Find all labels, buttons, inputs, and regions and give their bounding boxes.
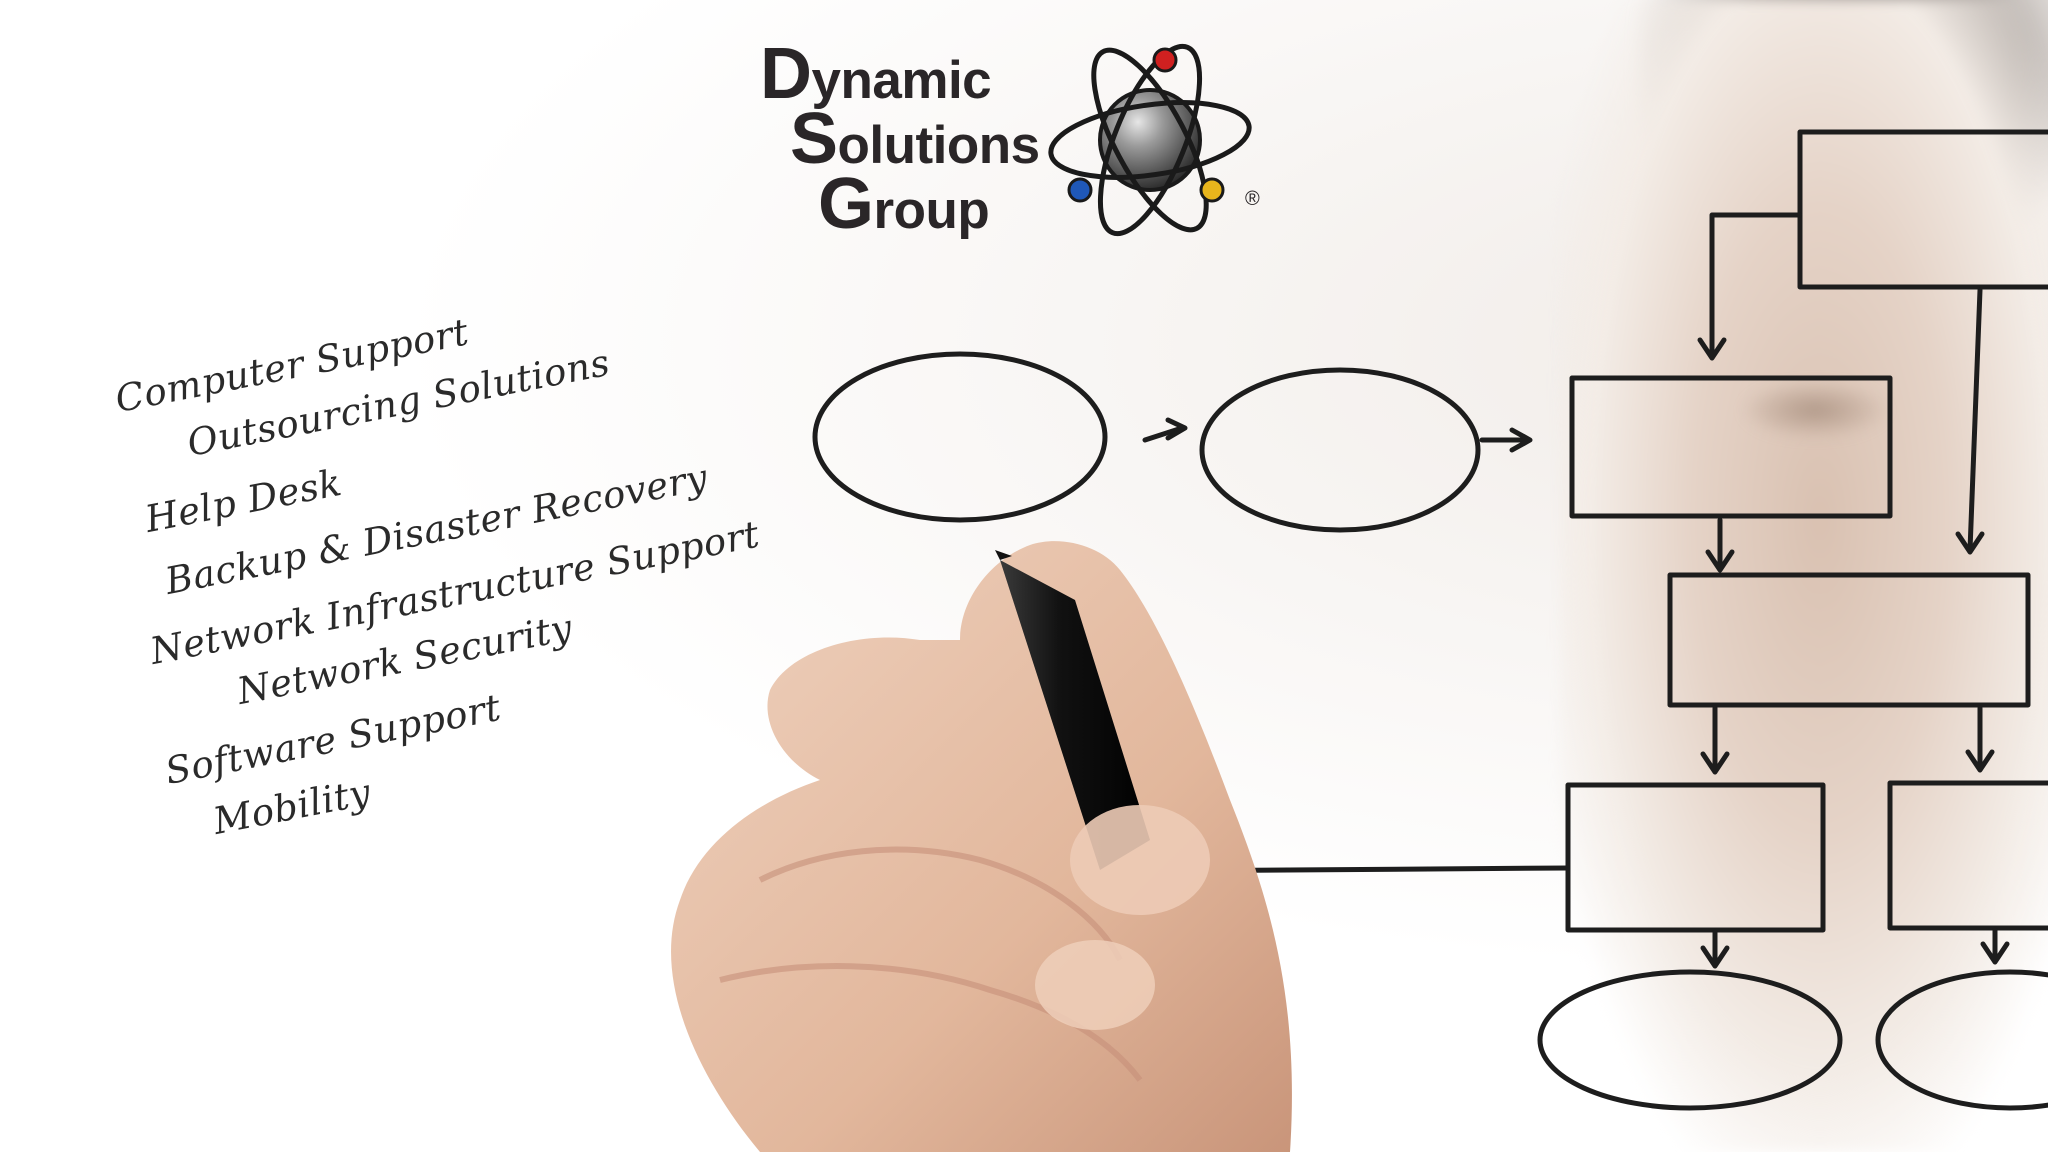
company-logo[interactable]: Dynamic Solutions Group ® xyxy=(760,30,1280,260)
flow-box-top xyxy=(1797,129,2048,290)
background-person-eye xyxy=(1740,380,1890,440)
flow-box-2 xyxy=(1569,375,1893,519)
flow-connector-2 xyxy=(1967,287,1983,553)
flow-oval-2 xyxy=(1199,367,1481,533)
logo-word-group: Group xyxy=(818,164,990,244)
flow-box-4 xyxy=(1565,782,1826,933)
flow-oval-1 xyxy=(812,351,1108,523)
flow-box-3 xyxy=(1667,572,2031,708)
atom-blue-electron xyxy=(1067,177,1093,203)
atom-logo-icon: ® xyxy=(1048,43,1260,237)
logo-word-dynamic: Dynamic xyxy=(760,34,992,114)
flow-box-5 xyxy=(1887,780,2048,931)
logo-wordmark: Dynamic Solutions Group xyxy=(760,34,1040,244)
flow-connector-1 xyxy=(1709,212,1803,358)
registered-mark: ® xyxy=(1245,188,1260,210)
marker-icon xyxy=(1000,560,1150,870)
atom-yellow-electron xyxy=(1199,177,1225,203)
flow-oval-3 xyxy=(1537,969,1843,1111)
flow-arrow-1 xyxy=(1142,425,1185,443)
flow-oval-4 xyxy=(1875,969,2048,1111)
atom-red-electron xyxy=(1152,47,1178,73)
logo-word-solutions: Solutions xyxy=(790,99,1040,179)
